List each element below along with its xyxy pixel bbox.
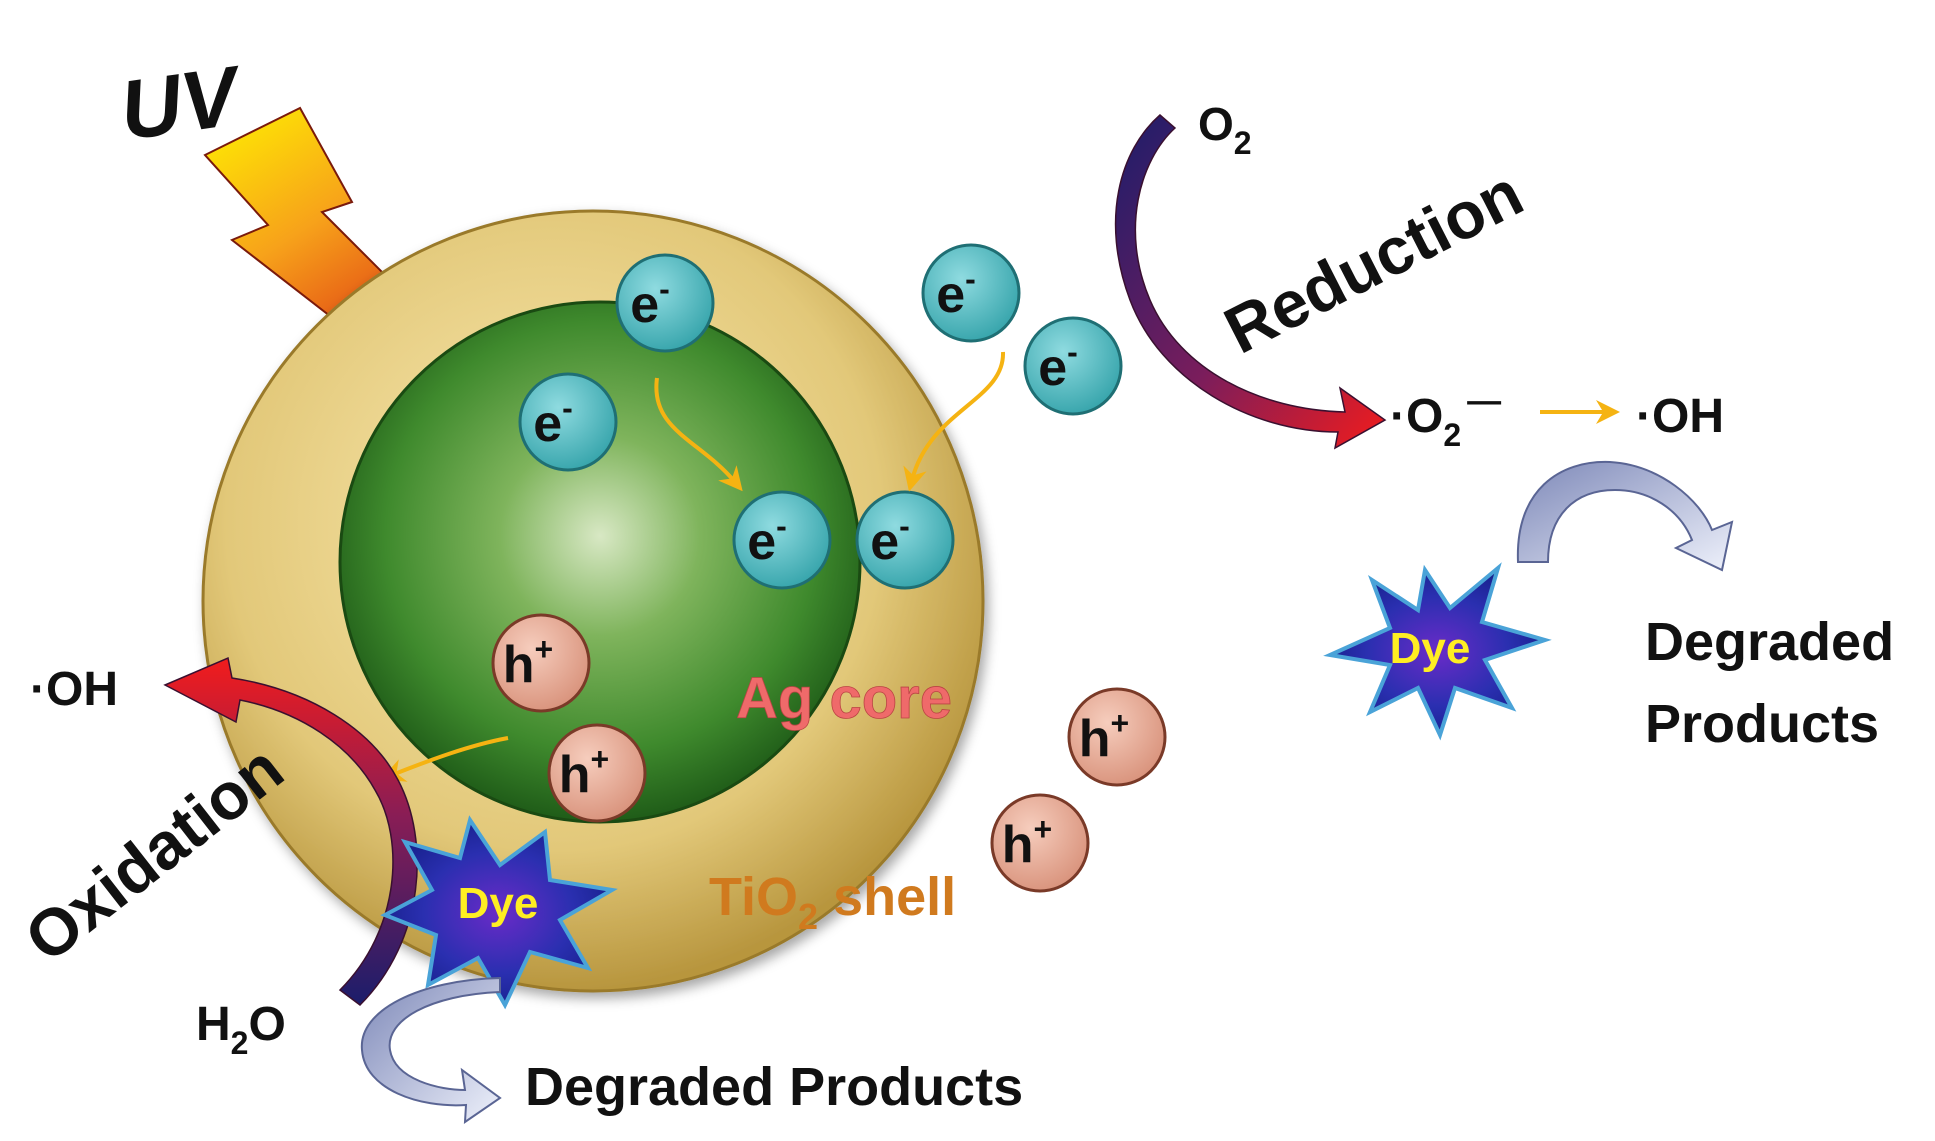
hole-transfer-arrow [380, 736, 509, 782]
electron: e- [921, 243, 1021, 343]
degraded-products-bottom: Degraded Products [525, 1057, 1023, 1117]
electron: e- [855, 490, 955, 590]
electron-transfer-arrow [903, 351, 1006, 492]
superoxide-radical-label: ·O2— [1390, 382, 1501, 453]
reduction-arrow [1114, 114, 1387, 450]
hydroxyl-radical-right-label: ·OH [1636, 390, 1724, 443]
svg-text:e-: e- [1038, 334, 1078, 397]
oxidation-label: Oxidation [11, 730, 296, 976]
o2-label: O2 [1198, 98, 1252, 161]
degradation-arrow-right [1516, 460, 1734, 572]
tio2-shell-label: TiO2 shell [709, 867, 956, 937]
svg-text:h+: h+ [503, 631, 553, 694]
h2o-label: H2O [196, 998, 286, 1061]
electron: e- [1023, 316, 1123, 416]
electron: e- [518, 372, 618, 472]
hole: h+ [990, 793, 1090, 893]
svg-text:h+: h+ [559, 741, 609, 804]
uv-label: UV [114, 48, 249, 158]
svg-text:h+: h+ [1002, 811, 1052, 874]
degraded-products-right-line2: Products [1645, 694, 1879, 754]
svg-text:Dye: Dye [1390, 624, 1471, 673]
svg-text:e-: e- [630, 271, 670, 334]
electron-transfer-arrow [654, 377, 743, 492]
svg-text:e-: e- [870, 508, 910, 571]
svg-text:h+: h+ [1079, 705, 1129, 768]
degraded-products-right-line1: Degraded [1645, 612, 1894, 672]
reduction-label: Reduction [1213, 155, 1534, 367]
svg-text:e-: e- [936, 261, 976, 324]
hydroxyl-radical-left-label: ·OH [30, 663, 118, 716]
degradation-arrow-bottom [360, 976, 502, 1124]
electron: e- [615, 253, 715, 353]
hole: h+ [1067, 687, 1167, 787]
svg-text:Dye: Dye [458, 879, 539, 928]
svg-text:e-: e- [533, 390, 573, 453]
hole: h+ [547, 723, 647, 823]
dye-molecule-right: Dye [1323, 562, 1552, 741]
svg-text:e-: e- [747, 508, 787, 571]
ag-core-label: Ag core [736, 666, 952, 731]
hole: h+ [491, 613, 591, 713]
dye-molecule-left: Dye [380, 815, 618, 1010]
electron: e- [732, 490, 832, 590]
